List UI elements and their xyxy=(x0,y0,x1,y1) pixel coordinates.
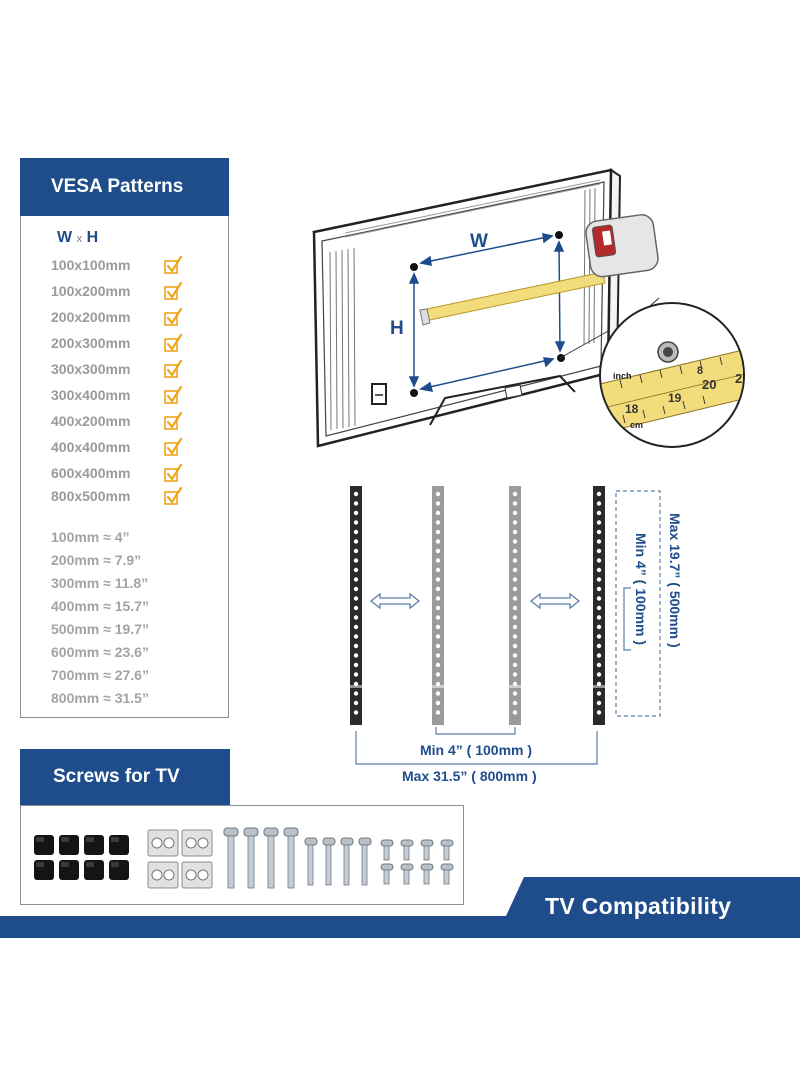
checkmark-icon xyxy=(164,411,183,430)
vesa-pattern-label: 400x400mm xyxy=(51,439,131,455)
w-label: W xyxy=(470,231,488,252)
vesa-pattern-label: 300x300mm xyxy=(51,361,131,377)
mm-inch-conversion: 600mm ≈ 23.6” xyxy=(51,644,149,660)
max-height-label: Max 19.7” ( 500mm ) xyxy=(667,513,683,648)
tv-measurement-diagram: W H 8 20 xyxy=(312,168,749,448)
bracket-arm-outer-right xyxy=(592,486,606,725)
mm-inch-conversion: 300mm ≈ 11.8” xyxy=(51,575,149,591)
tape-tick-8: 8 xyxy=(697,365,703,377)
bracket-arms xyxy=(349,486,606,725)
width-arrow xyxy=(419,233,555,392)
mm-inch-conversion: 500mm ≈ 19.7” xyxy=(51,621,149,637)
bracket-arm-inner-right xyxy=(508,486,522,725)
vesa-pattern-label: 400x200mm xyxy=(51,413,131,429)
min-width-label: Min 4” ( 100mm ) xyxy=(420,742,532,758)
vesa-pattern-label: 200x200mm xyxy=(51,309,131,325)
mm-inch-conversion: 400mm ≈ 15.7” xyxy=(51,598,149,614)
vesa-pattern-row: 200x300mm xyxy=(51,333,183,353)
checkmark-icon xyxy=(164,307,183,326)
checkmark-icon xyxy=(164,437,183,456)
vesa-pattern-row: 600x400mm xyxy=(51,463,183,483)
screws-hardware-illustration xyxy=(34,827,454,889)
checkmark-icon xyxy=(164,486,183,505)
mm-inch-conversion: 100mm ≈ 4” xyxy=(51,529,130,545)
vesa-pattern-row: 100x200mm xyxy=(51,281,183,301)
checkmark-icon xyxy=(164,281,183,300)
checkmark-icon xyxy=(164,385,183,404)
vesa-pattern-label: 300x400mm xyxy=(51,387,131,403)
checkmark-icon xyxy=(164,463,183,482)
tape-magnifier-callout: 8 20 21 18 19 inch cm xyxy=(559,297,749,448)
wxh-h: H xyxy=(86,229,99,246)
min-height-label: Min 4” ( 100mm ) xyxy=(633,533,649,645)
vesa-pattern-label: 600x400mm xyxy=(51,465,131,481)
cm-label: cm xyxy=(630,420,643,430)
vesa-pattern-row: 800x500mm xyxy=(51,486,183,506)
tv-compatibility-banner xyxy=(0,877,800,938)
mm-inch-conversion: 200mm ≈ 7.9” xyxy=(51,552,142,568)
bracket-arms-diagram: Min 4” ( 100mm ) Max 31.5” ( 800mm ) Min… xyxy=(349,486,683,784)
vesa-pattern-label: 100x200mm xyxy=(51,283,131,299)
checkmark-icon xyxy=(164,333,183,352)
adjust-arrow-left xyxy=(369,592,421,610)
bracket-arm-inner-left xyxy=(431,486,445,725)
tape-tick-18: 18 xyxy=(625,402,639,416)
dimension-lines xyxy=(355,490,661,765)
adjust-arrow-right xyxy=(529,592,581,610)
vesa-pattern-label: 800x500mm xyxy=(51,488,131,504)
vesa-pattern-row: 200x200mm xyxy=(51,307,183,327)
vesa-pattern-label: 200x300mm xyxy=(51,335,131,351)
wxh-x: x xyxy=(76,233,83,245)
tv-compatibility-label: TV Compatibility xyxy=(545,893,732,919)
inch-label: inch xyxy=(613,371,632,381)
vesa-pattern-row: 300x400mm xyxy=(51,385,183,405)
vesa-pattern-label: 100x100mm xyxy=(51,257,131,273)
height-arrow xyxy=(408,240,566,388)
tape-tick-21: 21 xyxy=(735,371,749,386)
vesa-pattern-row: 100x100mm xyxy=(51,255,183,275)
vesa-patterns-panel xyxy=(20,158,229,718)
bracket-arm-outer-left xyxy=(349,486,363,725)
h-label: H xyxy=(390,318,404,339)
vesa-patterns-header: VESA Patterns xyxy=(20,158,229,216)
vesa-patterns-title: VESA Patterns xyxy=(51,176,184,197)
checkmark-icon xyxy=(164,359,183,378)
tape-tick-20: 20 xyxy=(702,377,716,392)
mm-inch-conversion: 800mm ≈ 31.5” xyxy=(51,690,149,706)
screws-title: Screws for TV xyxy=(53,766,180,787)
tape-tick-19: 19 xyxy=(668,391,682,405)
vesa-pattern-row: 300x300mm xyxy=(51,359,183,379)
tape-measure-illustration xyxy=(419,214,659,326)
wxh-w: W xyxy=(57,229,73,246)
screws-header: Screws for TV xyxy=(20,749,230,805)
max-width-label: Max 31.5” ( 800mm ) xyxy=(402,768,537,784)
mm-inch-conversion: 700mm ≈ 27.6” xyxy=(51,667,149,683)
vesa-pattern-row: 400x400mm xyxy=(51,437,183,457)
checkmark-icon xyxy=(164,255,183,274)
vesa-pattern-row: 400x200mm xyxy=(51,411,183,431)
